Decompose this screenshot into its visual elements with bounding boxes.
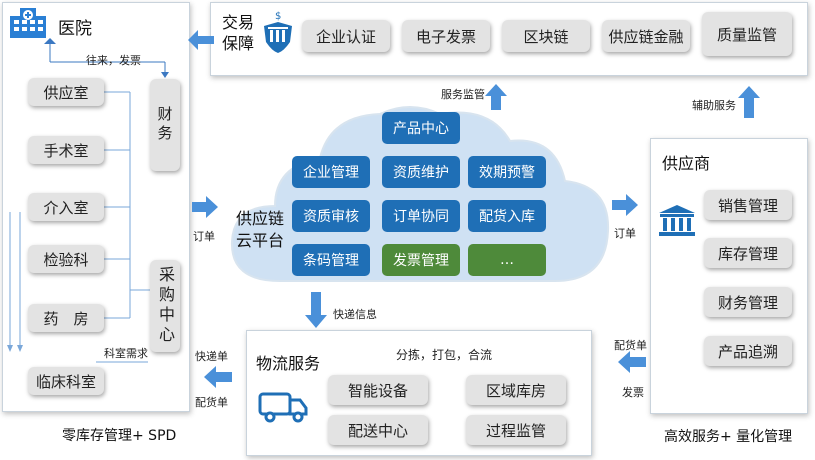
flow-label: 往来，发票 <box>86 54 141 67</box>
cloud-expiry-warning: 效期预警 <box>468 156 546 188</box>
logistics-title: 物流服务 <box>256 354 321 373</box>
cloud-title: 供应链云平台 <box>236 209 285 250</box>
cloud-qualification-maint: 资质维护 <box>382 156 460 188</box>
label-delivery-left: 配货单 <box>195 396 228 409</box>
supplier-sales-mgmt: 销售管理 <box>704 190 792 220</box>
cloud-invoice-mgmt: 发票管理 <box>382 244 460 276</box>
arrow-express-order <box>204 366 232 388</box>
label-delivery-right: 配货单 <box>614 339 647 352</box>
trade-item-blockchain: 区块链 <box>502 20 590 52</box>
supplier-panel <box>650 138 808 414</box>
label-service-monitor: 服务监管 <box>441 88 485 101</box>
hospital-caption: 零库存管理+ SPD <box>62 428 177 444</box>
hospital-connectors <box>7 38 169 363</box>
finance-box: 财务 <box>150 79 180 171</box>
truck-icon <box>258 392 308 423</box>
bank-icon <box>659 205 695 236</box>
label-express-order: 快递单 <box>195 350 228 363</box>
supplier-finance-mgmt: 财务管理 <box>704 287 792 317</box>
cloud-delivery-inbound: 配货入库 <box>468 200 546 232</box>
label-express-info: 快递信息 <box>333 308 377 321</box>
arrow-order-right <box>612 194 638 216</box>
cloud-more: … <box>468 244 546 276</box>
cloud-shape <box>230 106 610 282</box>
arrow-delivery <box>618 351 646 373</box>
logistics-regional-warehouse: 区域库房 <box>466 375 566 405</box>
trade-item-supply-finance: 供应链金融 <box>602 20 690 52</box>
purchasing-box: 采购中心 <box>150 260 180 352</box>
logistics-subtitle: 分拣，打包，合流 <box>396 348 493 362</box>
svg-text:$: $ <box>275 11 281 22</box>
trade-title: 交易保障 <box>222 13 255 53</box>
supplier-product-trace: 产品追溯 <box>704 336 792 366</box>
supplier-title: 供应商 <box>662 154 711 173</box>
trade-item-enterprise-cert: 企业认证 <box>302 20 390 52</box>
dept-interventional: 介入室 <box>28 193 104 221</box>
arrow-service-monitor <box>485 84 507 110</box>
arrow-order-left <box>192 196 218 218</box>
cloud-product-center: 产品中心 <box>382 112 460 144</box>
dept-operating-room: 手术室 <box>28 136 104 164</box>
cloud-qualification-review: 资质审核 <box>292 200 370 232</box>
arrow-assist-service <box>738 86 760 118</box>
label-order-right: 订单 <box>614 227 636 240</box>
supplier-caption: 高效服务+ 量化管理 <box>664 429 793 445</box>
trade-item-quality-supervision: 质量监管 <box>702 12 792 56</box>
dept-demand-label: 科室需求 <box>104 347 148 360</box>
label-assist-service: 辅助服务 <box>692 99 736 112</box>
dept-pharmacy: 药 房 <box>28 304 104 332</box>
cloud-order-collab: 订单协同 <box>382 200 460 232</box>
logistics-distribution-center: 配送中心 <box>328 415 428 445</box>
dept-supply-room: 供应室 <box>28 78 104 106</box>
arrow-to-hospital-top <box>188 30 214 50</box>
logistics-process-monitor: 过程监管 <box>466 415 566 445</box>
dept-clinical: 临床科室 <box>28 367 104 395</box>
shield-building-icon: $ <box>264 11 292 53</box>
arrow-express-info <box>305 292 327 328</box>
logistics-smart-device: 智能设备 <box>328 375 428 405</box>
trade-item-e-invoice: 电子发票 <box>402 20 490 52</box>
supplier-inventory-mgmt: 库存管理 <box>704 238 792 268</box>
label-order-left: 订单 <box>193 230 215 243</box>
hospital-icon <box>10 8 46 38</box>
dept-laboratory: 检验科 <box>28 245 104 273</box>
label-invoice: 发票 <box>622 386 644 399</box>
cloud-enterprise-mgmt: 企业管理 <box>292 156 370 188</box>
cloud-barcode-mgmt: 条码管理 <box>292 244 370 276</box>
hospital-title: 医院 <box>58 19 92 39</box>
